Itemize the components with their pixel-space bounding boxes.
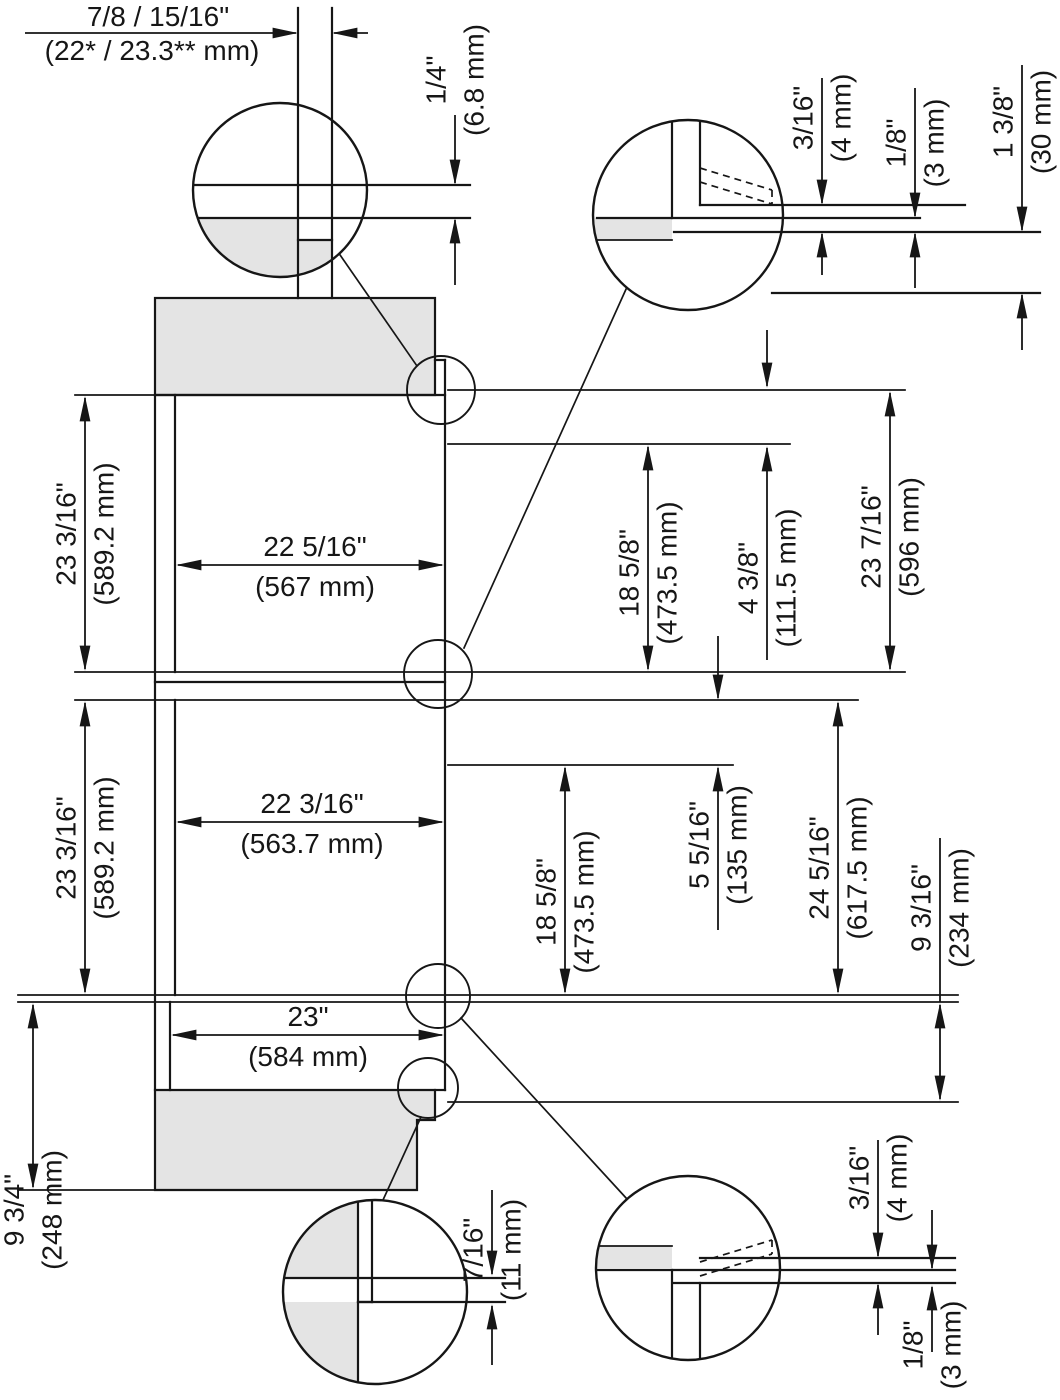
dim-upper-niche-width-in: 22 5/16" bbox=[263, 531, 366, 562]
dim-base-right-height-mm: (234 mm) bbox=[944, 848, 975, 968]
dim-tr-clearance: 1 3/8" (30 mm) bbox=[988, 65, 1057, 350]
dim-lower-niche-width: 22 3/16" (563.7 mm) bbox=[176, 788, 444, 859]
dim-lower-total-depth: 24 5/16" (617.5 mm) bbox=[804, 701, 873, 994]
dim-tr-bracket-mm: (4 mm) bbox=[826, 74, 857, 163]
dim-upper-total-depth-mm: (596 mm) bbox=[894, 477, 925, 597]
dim-br-panel-mm: (3 mm) bbox=[936, 1301, 967, 1390]
dim-plinth-height-in: 9 3/4" bbox=[0, 1174, 30, 1246]
detail-marker-top bbox=[406, 355, 476, 425]
dim-lower-recess-depth: 18 5/8" (473.5 mm) bbox=[531, 766, 600, 994]
dim-top-gap-in: 1/4" bbox=[421, 56, 452, 105]
dim-upper-niche-width: 22 5/16" (567 mm) bbox=[176, 531, 444, 602]
dim-upper-total-depth: 23 7/16" (596 mm) bbox=[856, 391, 925, 671]
dim-top-gap-mm: (6.8 mm) bbox=[459, 24, 490, 136]
dim-br-bracket-in: 3/16" bbox=[844, 1146, 875, 1210]
dim-bottom-overhang-mm: (11 mm) bbox=[496, 1199, 527, 1301]
dim-front-offset: 7/8 / 15/16" (22* / 23.3** mm) bbox=[25, 1, 368, 66]
dim-upper-niche-height: 23 3/16" (589.2 mm) bbox=[51, 396, 120, 671]
dim-front-offset-mm: (22* / 23.3** mm) bbox=[45, 35, 260, 66]
dim-plinth-height-mm: (248 mm) bbox=[37, 1150, 68, 1270]
dim-lower-front-depth: 5 5/16" (135 mm) bbox=[684, 636, 753, 930]
dim-lower-niche-height-mm: (589.2 mm) bbox=[89, 776, 120, 919]
dim-upper-recess-depth: 18 5/8" (473.5 mm) bbox=[614, 445, 683, 671]
detail-marker-bottom bbox=[397, 1057, 459, 1119]
dim-upper-recess-depth-mm: (473.5 mm) bbox=[652, 501, 683, 644]
dim-br-bracket-mm: (4 mm) bbox=[882, 1134, 913, 1223]
dim-lower-recess-depth-mm: (473.5 mm) bbox=[569, 830, 600, 973]
detail-marker-lower bbox=[405, 963, 471, 1029]
dim-lower-total-depth-in: 24 5/16" bbox=[804, 816, 835, 919]
detail-circle-top-left bbox=[191, 101, 472, 279]
dim-bottom-overhang: 7/16" (11 mm) bbox=[458, 1190, 527, 1365]
dim-upper-niche-width-mm: (567 mm) bbox=[255, 571, 375, 602]
detail-marker-middle bbox=[403, 639, 473, 709]
dim-base-width-in: 23" bbox=[287, 1001, 328, 1032]
upper-panel-block bbox=[153, 296, 437, 397]
dim-upper-front-depth-mm: (111.5 mm) bbox=[771, 509, 802, 648]
dim-base-right-height: 9 3/16" (234 mm) bbox=[906, 838, 975, 1101]
extension-lines bbox=[17, 389, 959, 1191]
detail-circle-top-right bbox=[591, 118, 1042, 312]
dim-upper-front-depth-in: 4 3/8" bbox=[733, 542, 764, 614]
dim-tr-panel-in: 1/8" bbox=[881, 119, 912, 168]
dim-upper-total-depth-in: 23 7/16" bbox=[856, 485, 887, 588]
dim-lower-recess-depth-in: 18 5/8" bbox=[531, 858, 562, 946]
dim-front-offset-in: 7/8 / 15/16" bbox=[87, 1, 229, 32]
leader-lines bbox=[336, 250, 629, 1202]
dim-upper-front-depth: 4 3/8" (111.5 mm) bbox=[733, 330, 802, 660]
dim-upper-recess-depth-in: 18 5/8" bbox=[614, 529, 645, 617]
dim-br-panel: 1/8" (3 mm) bbox=[898, 1210, 967, 1389]
dim-tr-panel-mm: (3 mm) bbox=[919, 99, 950, 188]
dim-br-panel-in: 1/8" bbox=[898, 1321, 929, 1370]
dim-lower-niche-width-in: 22 3/16" bbox=[260, 788, 363, 819]
dim-base-width: 23" (584 mm) bbox=[171, 1001, 444, 1072]
dim-tr-bracket-in: 3/16" bbox=[788, 86, 819, 150]
dim-top-gap: 1/4" (6.8 mm) bbox=[421, 24, 490, 285]
dim-lower-front-depth-mm: (135 mm) bbox=[722, 785, 753, 905]
dim-tr-clearance-mm: (30 mm) bbox=[1026, 70, 1057, 174]
dim-base-width-mm: (584 mm) bbox=[248, 1041, 368, 1072]
dim-lower-niche-width-mm: (563.7 mm) bbox=[240, 828, 383, 859]
dim-lower-niche-height-in: 23 3/16" bbox=[51, 796, 82, 899]
cabinet-section bbox=[153, 6, 447, 1192]
dim-tr-bracket: 3/16" (4 mm) bbox=[788, 74, 857, 275]
dim-lower-front-depth-in: 5 5/16" bbox=[684, 801, 715, 889]
dim-tr-panel: 1/8" (3 mm) bbox=[881, 88, 950, 288]
dim-br-bracket: 3/16" (4 mm) bbox=[844, 1134, 913, 1335]
base-panel-block bbox=[153, 1088, 437, 1192]
dim-tr-clearance-in: 1 3/8" bbox=[988, 86, 1019, 158]
dim-plinth-height: 9 3/4" (248 mm) bbox=[0, 1003, 68, 1270]
dim-upper-niche-height-in: 23 3/16" bbox=[51, 482, 82, 585]
dim-lower-niche-height: 23 3/16" (589.2 mm) bbox=[51, 701, 120, 994]
dim-base-right-height-in: 9 3/16" bbox=[906, 864, 937, 952]
dim-upper-niche-height-mm: (589.2 mm) bbox=[89, 462, 120, 605]
dim-lower-total-depth-mm: (617.5 mm) bbox=[842, 796, 873, 939]
detail-circle-bottom-right bbox=[594, 1174, 957, 1362]
dim-bottom-overhang-in: 7/16" bbox=[458, 1218, 489, 1282]
